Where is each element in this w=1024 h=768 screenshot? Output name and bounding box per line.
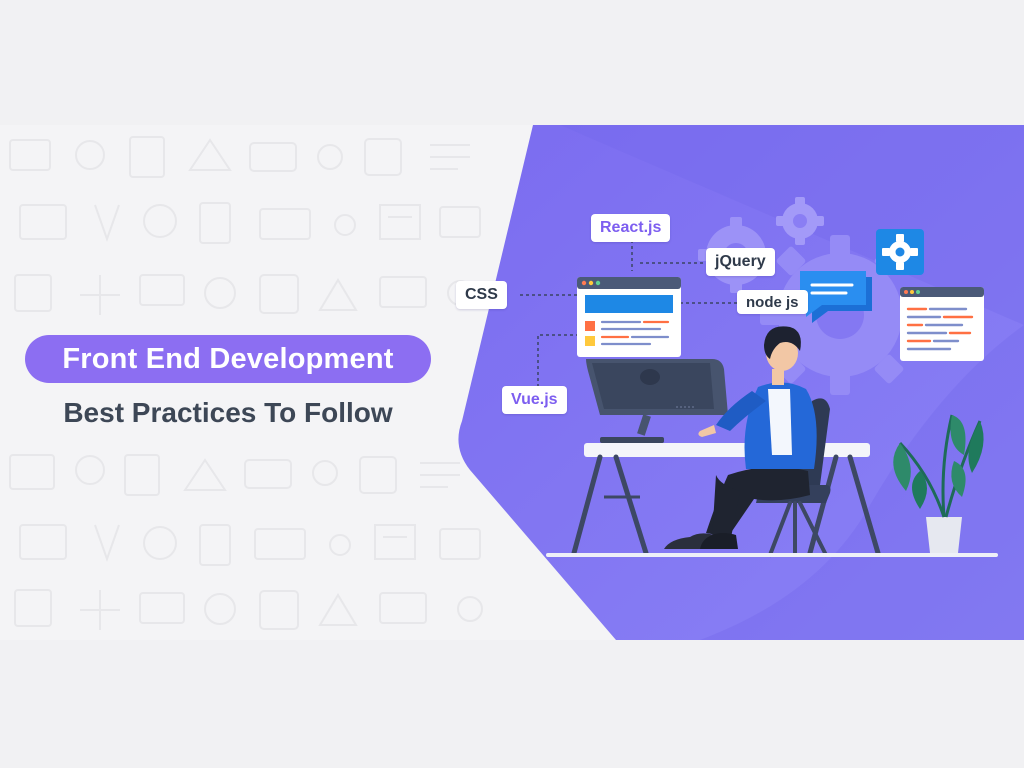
person-icon bbox=[664, 326, 817, 549]
tag-node: node js bbox=[737, 290, 808, 314]
developer-illustration bbox=[520, 197, 998, 557]
page-title: Front End Development bbox=[62, 342, 394, 375]
tag-jquery: jQuery bbox=[706, 248, 775, 276]
title-pill: Front End Development bbox=[25, 335, 431, 383]
tag-css: CSS bbox=[456, 281, 507, 309]
chat-bubble-icon bbox=[800, 271, 872, 323]
code-window-icon bbox=[900, 287, 984, 361]
settings-icon bbox=[876, 229, 924, 275]
tag-react: React.js bbox=[591, 214, 671, 242]
monitor-icon bbox=[586, 359, 728, 443]
banner: Front End Development Best Practices To … bbox=[0, 125, 1024, 640]
tag-vue: Vue.js bbox=[502, 386, 567, 414]
connector-lines bbox=[520, 240, 738, 387]
background-doodles bbox=[9, 136, 483, 630]
page-subtitle: Best Practices To Follow bbox=[63, 397, 393, 428]
plant-icon bbox=[893, 414, 984, 553]
gear-icon-top bbox=[776, 197, 824, 245]
browser-window-icon bbox=[577, 277, 681, 357]
floor-line bbox=[546, 553, 998, 557]
